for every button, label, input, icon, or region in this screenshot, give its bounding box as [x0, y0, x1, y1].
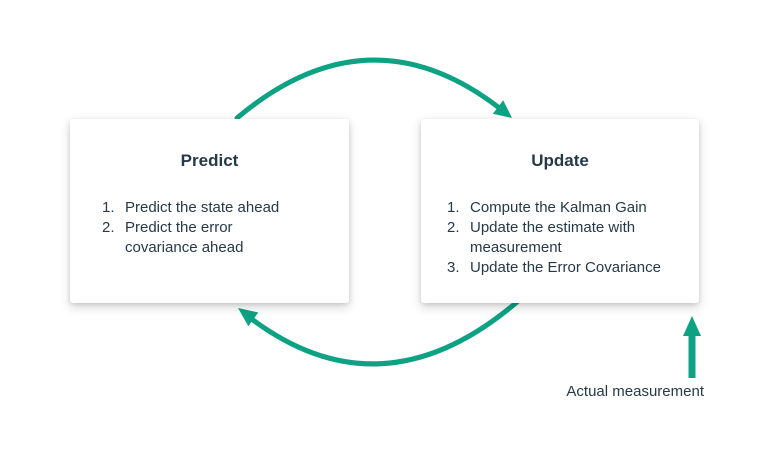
predict-card: Predict 1. Predict the state ahead 2. Pr… [70, 119, 349, 303]
list-item-number: 1. [447, 199, 460, 216]
list-item: 1. Predict the state ahead [102, 198, 349, 218]
list-item-text: Update the estimate with measurement [470, 219, 636, 256]
measurement-arrow [683, 316, 701, 378]
list-item: 2. Predict the error covariance ahead [102, 218, 349, 258]
list-item-number: 1. [102, 199, 115, 216]
arrowhead-right-icon [492, 100, 512, 118]
list-item-text: Update the Error Covariance [470, 259, 661, 276]
list-item: 3. Update the Error Covariance [447, 258, 699, 278]
list-item: 1. Compute the Kalman Gain [447, 198, 699, 218]
list-item-number: 2. [102, 219, 115, 236]
list-item-text: Predict the state ahead [125, 199, 280, 216]
update-to-predict-arrow [238, 299, 520, 367]
predict-card-title: Predict [180, 151, 239, 170]
predict-step-list: 1. Predict the state ahead 2. Predict th… [70, 198, 349, 258]
list-item-text: Compute the Kalman Gain [470, 199, 647, 216]
list-item: 2. Update the estimate with measurement [447, 218, 699, 258]
update-step-list: 1. Compute the Kalman Gain 2. Update the… [421, 198, 699, 278]
update-card: Update 1. Compute the Kalman Gain 2. Upd… [421, 119, 699, 303]
update-card-title: Update [531, 151, 589, 170]
arrowhead-up-icon [683, 316, 701, 336]
predict-to-update-arrow [234, 57, 512, 121]
actual-measurement-label: Actual measurement [566, 383, 704, 400]
list-item-number: 3. [447, 259, 460, 276]
list-item-number: 2. [447, 219, 460, 236]
list-item-text: Predict the error covariance ahead [125, 219, 244, 256]
arrowhead-left-icon [238, 308, 259, 327]
